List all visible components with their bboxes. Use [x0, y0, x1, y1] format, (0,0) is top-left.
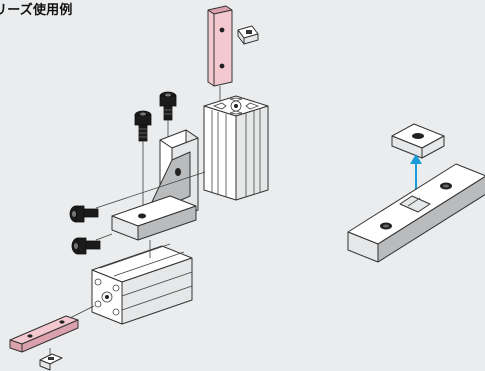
bolt-icon — [69, 205, 99, 223]
bolt-icon — [134, 110, 152, 142]
bolt-icon — [71, 237, 101, 255]
bolt-icon — [159, 91, 177, 121]
page-title: リーズ使用例 — [0, 3, 73, 18]
pink-plate-bottom — [9, 315, 79, 353]
angle-bracket — [111, 129, 199, 241]
pink-plate-top — [207, 5, 233, 87]
vertical-profile — [203, 95, 269, 201]
tab-nut-bottom — [39, 353, 63, 371]
slide-rail — [347, 163, 485, 263]
horizontal-profile — [91, 243, 193, 325]
square-nut — [391, 123, 445, 159]
tab-nut-top — [237, 25, 259, 45]
